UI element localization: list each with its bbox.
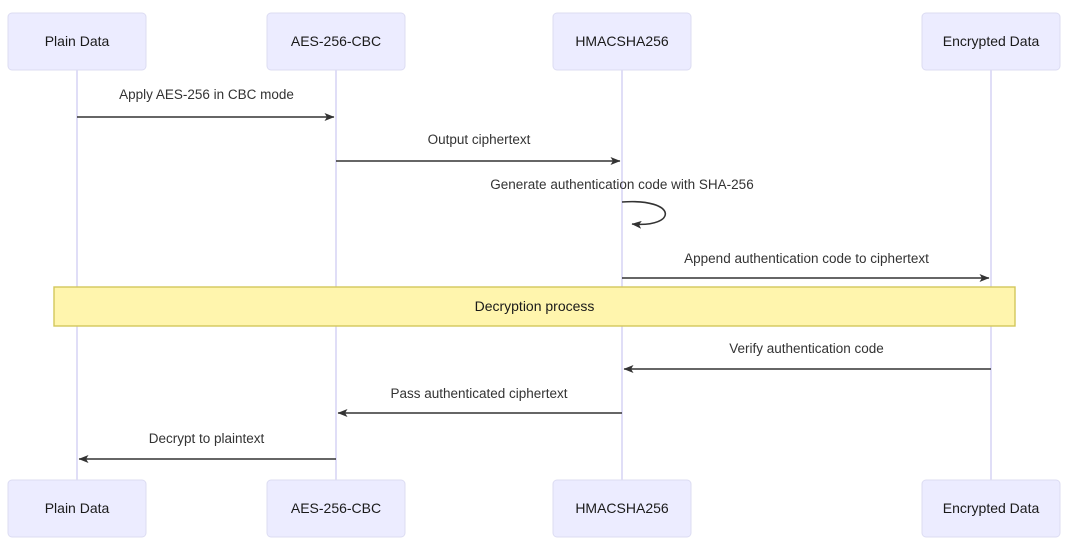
message-label: Append authentication code to ciphertext xyxy=(684,251,929,266)
actor-box-rect xyxy=(552,479,692,538)
actor-label: Encrypted Data xyxy=(943,33,1040,49)
actor-label: HMACSHA256 xyxy=(575,33,669,49)
actor-box-rect xyxy=(7,12,147,71)
actor-label: Plain Data xyxy=(45,500,110,516)
actor-enc-top[interactable]: Encrypted Data xyxy=(921,12,1061,71)
lifelines-group xyxy=(76,70,992,480)
actor-boxes-top: Plain Data AES-256-CBC HMACSHA256 Encrypted… xyxy=(7,12,1061,71)
actor-label: Plain Data xyxy=(45,33,110,49)
actor-aes-bottom[interactable]: AES-256-CBC xyxy=(266,479,406,538)
actor-box-rect xyxy=(552,12,692,71)
message-label: Generate authentication code with SHA-25… xyxy=(490,177,753,192)
message-m6[interactable]: Pass authenticated ciphertext xyxy=(337,386,622,417)
actor-box-rect xyxy=(7,479,147,538)
actor-box-rect xyxy=(921,12,1061,71)
notes-group: Decryption process xyxy=(53,286,1016,327)
message-label: Verify authentication code xyxy=(729,341,884,356)
message-m1[interactable]: Apply AES-256 in CBC mode xyxy=(77,87,335,121)
actor-label: AES-256-CBC xyxy=(291,33,381,49)
message-m5[interactable]: Verify authentication code xyxy=(623,341,991,373)
actor-box-rect xyxy=(921,479,1061,538)
actor-box-rect xyxy=(266,12,406,71)
message-label: Pass authenticated ciphertext xyxy=(390,386,567,401)
note-label: Decryption process xyxy=(475,298,595,314)
message-m3[interactable]: Generate authentication code with SHA-25… xyxy=(490,177,754,229)
actor-label: AES-256-CBC xyxy=(291,500,381,516)
message-m2[interactable]: Output ciphertext xyxy=(336,132,621,165)
message-label: Output ciphertext xyxy=(428,132,531,147)
note-n1: Decryption process xyxy=(53,286,1016,327)
actor-label: Encrypted Data xyxy=(943,500,1040,516)
actor-plain-bottom[interactable]: Plain Data xyxy=(7,479,147,538)
actor-box-rect xyxy=(266,479,406,538)
actor-label: HMACSHA256 xyxy=(575,500,669,516)
actor-boxes-bottom: Plain Data AES-256-CBC HMACSHA256 Encrypted… xyxy=(7,479,1061,538)
actor-aes-top[interactable]: AES-256-CBC xyxy=(266,12,406,71)
actor-hmac-top[interactable]: HMACSHA256 xyxy=(552,12,692,71)
actor-plain-top[interactable]: Plain Data xyxy=(7,12,147,71)
message-label: Apply AES-256 in CBC mode xyxy=(119,87,294,102)
message-m4[interactable]: Append authentication code to ciphertext xyxy=(622,251,990,282)
actor-hmac-bottom[interactable]: HMACSHA256 xyxy=(552,479,692,538)
message-self-loop-path xyxy=(621,200,667,229)
note-rect xyxy=(53,286,1016,327)
message-label: Decrypt to plaintext xyxy=(149,431,265,446)
message-m7[interactable]: Decrypt to plaintext xyxy=(78,431,336,463)
actor-enc-bottom[interactable]: Encrypted Data xyxy=(921,479,1061,538)
